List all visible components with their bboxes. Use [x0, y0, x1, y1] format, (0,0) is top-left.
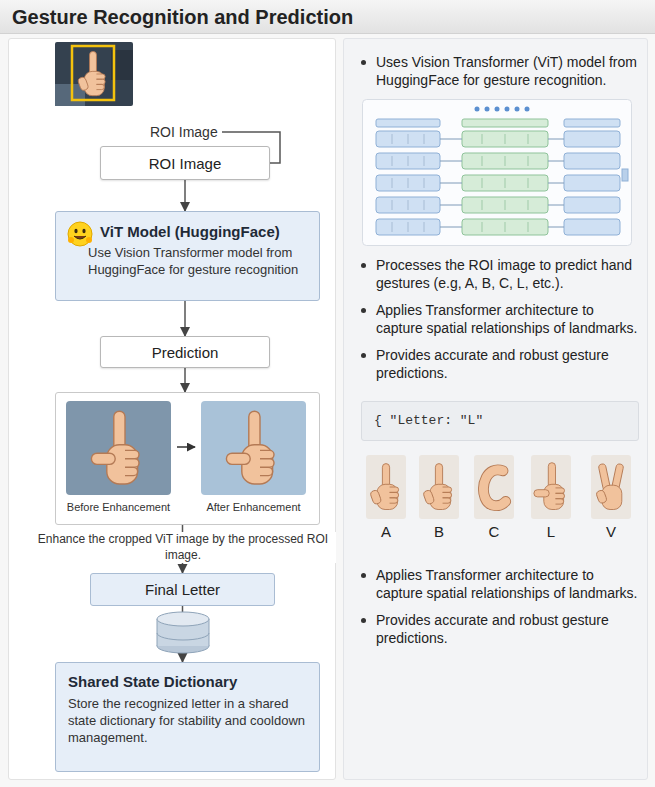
- bullet-dot: [361, 308, 366, 313]
- enhancement-images: [56, 397, 321, 497]
- connector: [184, 301, 186, 336]
- box-body: Store the recognized letter in a shared …: [68, 696, 307, 747]
- gesture-examples: [344, 454, 649, 520]
- info-panel: { "Letter: "L" Uses Vision Transformer (…: [343, 38, 648, 780]
- bullet-dot: [361, 573, 366, 578]
- gesture-letter: B: [425, 523, 453, 540]
- model-box: ViT Model (HuggingFace) Use Vision Transf…: [55, 211, 320, 301]
- bullet-text: Provides accurate and robust gesture pre…: [376, 611, 638, 648]
- roi-photo: [55, 42, 133, 106]
- image-node: ROI Image: [55, 40, 222, 108]
- box-label: Final Letter: [145, 581, 220, 598]
- box-heading: ViT Model (HuggingFace): [100, 223, 309, 240]
- bullet-text: Processes the ROI image to predict hand …: [376, 256, 638, 293]
- bullet-text: Provides accurate and robust gesture pre…: [376, 346, 638, 383]
- connector: [184, 180, 186, 211]
- gesture-letter: A: [372, 523, 400, 540]
- gesture-letter: L: [537, 523, 565, 540]
- bullet-dot: [361, 60, 366, 65]
- process-box: Prediction: [100, 336, 270, 368]
- bullet-dot: [361, 618, 366, 623]
- annotation: Enhance the cropped ViT image by the pro…: [30, 532, 336, 563]
- title-bar: Gesture Recognition and Prediction: [0, 0, 655, 34]
- transformer-architecture: [362, 99, 632, 246]
- box-label: Prediction: [152, 344, 219, 361]
- gesture-letter: C: [480, 523, 508, 540]
- box-label: ROI Image: [149, 155, 222, 172]
- bullet-text: Uses Vision Transformer (ViT) model from…: [376, 53, 638, 90]
- database-icon: [153, 609, 213, 655]
- connector: [184, 368, 186, 392]
- title: Gesture Recognition and Prediction: [12, 6, 353, 29]
- image-caption: Before Enhancement: [56, 501, 181, 513]
- box-heading: Shared State Dictionary: [68, 673, 307, 690]
- enhancement-panel: Before Enhancement After Enhancement: [55, 392, 320, 525]
- storage-box: Shared State DictionaryStore the recogni…: [55, 662, 320, 772]
- bullet-text: Applies Transformer architecture to capt…: [376, 301, 638, 338]
- gesture-letter: V: [597, 523, 625, 540]
- code-box: { "Letter: "L": [361, 401, 639, 441]
- huggingface-icon: [66, 220, 94, 248]
- output-box: Final Letter: [90, 573, 275, 606]
- bullet-dot: [361, 263, 366, 268]
- box-body: Use Vision Transformer model from Huggin…: [66, 245, 309, 279]
- image-label: ROI Image: [150, 124, 218, 140]
- bullet-text: Applies Transformer architecture to capt…: [376, 566, 638, 603]
- process-box: ROI Image: [100, 146, 270, 180]
- bullet-dot: [361, 353, 366, 358]
- code-text: { "Letter: "L": [374, 413, 626, 428]
- image-caption: After Enhancement: [191, 501, 316, 513]
